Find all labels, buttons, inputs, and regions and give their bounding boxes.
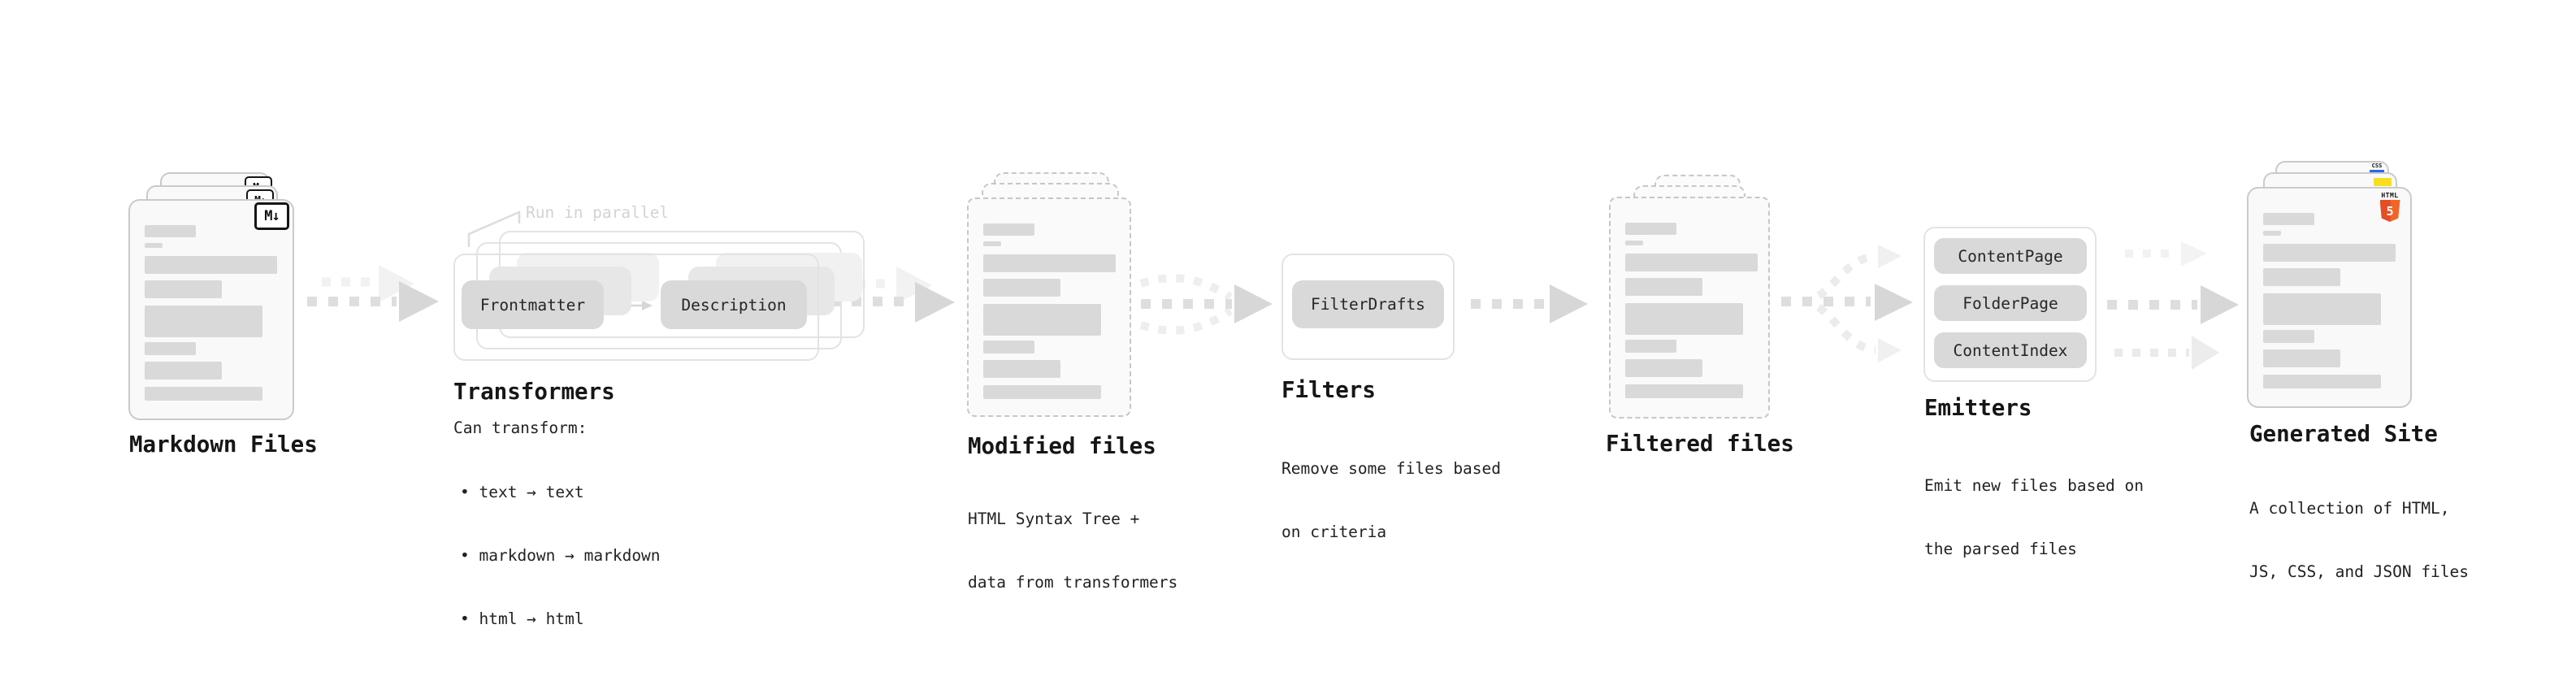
skeleton-bar	[2263, 213, 2314, 225]
modified-doc-front	[967, 197, 1131, 417]
arrow-markdown-to-transformers	[307, 265, 439, 322]
skeleton-bar	[2263, 244, 2396, 262]
skeleton-bar	[145, 256, 277, 274]
skeleton-bar	[1625, 223, 1676, 235]
caption-line: Emit new files based on	[1924, 476, 2144, 495]
transformers-title: Transformers	[453, 379, 615, 405]
folderpage-pill: FolderPage	[1934, 285, 2087, 321]
markdown-doc-front	[128, 199, 294, 420]
generated-site-caption: A collection of HTML, JS, CSS, and JSON …	[2249, 456, 2469, 625]
skeleton-bar	[1625, 303, 1743, 335]
caption-line: data from transformers	[968, 573, 1178, 592]
markdown-icon: M↓	[254, 202, 289, 230]
modified-files-label: Modified files	[968, 433, 1156, 459]
filters-box	[1281, 254, 1455, 360]
transformers-bullets: • text → text • markdown → markdown • ht…	[460, 440, 661, 672]
skeleton-bar	[983, 241, 1001, 246]
skeleton-bar	[145, 243, 163, 248]
skeleton-bar	[145, 362, 222, 380]
caption-line: JS, CSS, and JSON files	[2249, 562, 2470, 581]
arrow-transformers-to-modified	[830, 267, 955, 323]
filtered-doc-front	[1609, 197, 1770, 419]
skeleton-bar	[145, 280, 222, 298]
skeleton-bar	[1625, 254, 1758, 271]
skeleton-bar	[2263, 349, 2340, 367]
caption-line: Remove some files based	[1281, 459, 1502, 478]
modified-files-caption: HTML Syntax Tree + data from transformer…	[968, 466, 1177, 635]
caption-line: the parsed files	[1924, 540, 2077, 558]
skeleton-bar	[1625, 241, 1643, 245]
emitters-caption: Emit new files based on the parsed files	[1924, 433, 2144, 602]
skeleton-bar	[983, 340, 1034, 354]
skeleton-bar	[2263, 268, 2340, 286]
emitters-box	[1923, 227, 2097, 382]
css-icon-underline	[2370, 170, 2384, 173]
filtered-files-label: Filtered files	[1606, 431, 1794, 457]
generated-doc-front	[2247, 187, 2412, 408]
contentindex-pill: ContentIndex	[1934, 332, 2087, 368]
html5-icon: HTML 5	[2379, 192, 2400, 222]
skeleton-bar	[983, 223, 1034, 236]
skeleton-bar	[145, 387, 262, 401]
bullet-line: • markdown → markdown	[460, 546, 661, 565]
transformers-caption: Can transform:	[453, 419, 588, 437]
skeleton-bar	[1625, 359, 1702, 377]
frontmatter-pill: Frontmatter	[462, 280, 604, 329]
skeleton-bar	[145, 225, 196, 237]
generated-site-label: Generated Site	[2249, 421, 2438, 447]
skeleton-bar	[1625, 340, 1676, 353]
skeleton-bar	[1625, 278, 1702, 296]
skeleton-bar	[1625, 384, 1743, 398]
markdown-files-label: Markdown Files	[129, 432, 318, 458]
caption-line: on criteria	[1281, 523, 1387, 541]
run-in-parallel-annotation: Run in parallel	[526, 203, 670, 222]
skeleton-bar	[983, 254, 1116, 272]
skeleton-bar	[2263, 330, 2314, 343]
filters-caption: Remove some files based on criteria	[1281, 416, 1501, 585]
skeleton-bar	[2263, 375, 2381, 388]
css-icon-label: CSS	[2371, 163, 2383, 169]
filters-title: Filters	[1281, 377, 1376, 403]
html5-icon-shield: 5	[2379, 200, 2400, 222]
js-icon	[2374, 178, 2392, 186]
skeleton-bar	[2263, 293, 2381, 325]
emitters-title: Emitters	[1924, 395, 2032, 421]
arrow-modified-to-filters	[1139, 274, 1273, 335]
contentpage-pill: ContentPage	[1934, 238, 2087, 274]
skeleton-bar	[2263, 231, 2281, 236]
caption-line: HTML Syntax Tree +	[968, 510, 1140, 528]
transformer-box-front	[453, 254, 819, 361]
caption-line: A collection of HTML,	[2249, 499, 2450, 518]
skeleton-bar	[983, 304, 1101, 336]
filterdrafts-pill: FilterDrafts	[1292, 280, 1444, 328]
bullet-line: • text → text	[460, 483, 584, 501]
skeleton-bar	[983, 385, 1101, 399]
skeleton-bar	[145, 306, 262, 337]
description-pill: Description	[661, 280, 807, 329]
arrow-emitters-to-generated	[2107, 241, 2239, 370]
arrow-filtered-to-emitters	[1781, 245, 1913, 362]
skeleton-bar	[145, 342, 196, 355]
arrow-filters-to-filtered	[1471, 284, 1588, 323]
run-in-parallel-leader-line	[467, 210, 521, 247]
skeleton-bar	[983, 279, 1060, 297]
html5-icon-label: HTML	[2381, 192, 2399, 199]
bullet-line: • html → html	[460, 609, 584, 628]
css-icon: CSS	[2367, 163, 2387, 173]
skeleton-bar	[983, 360, 1060, 378]
